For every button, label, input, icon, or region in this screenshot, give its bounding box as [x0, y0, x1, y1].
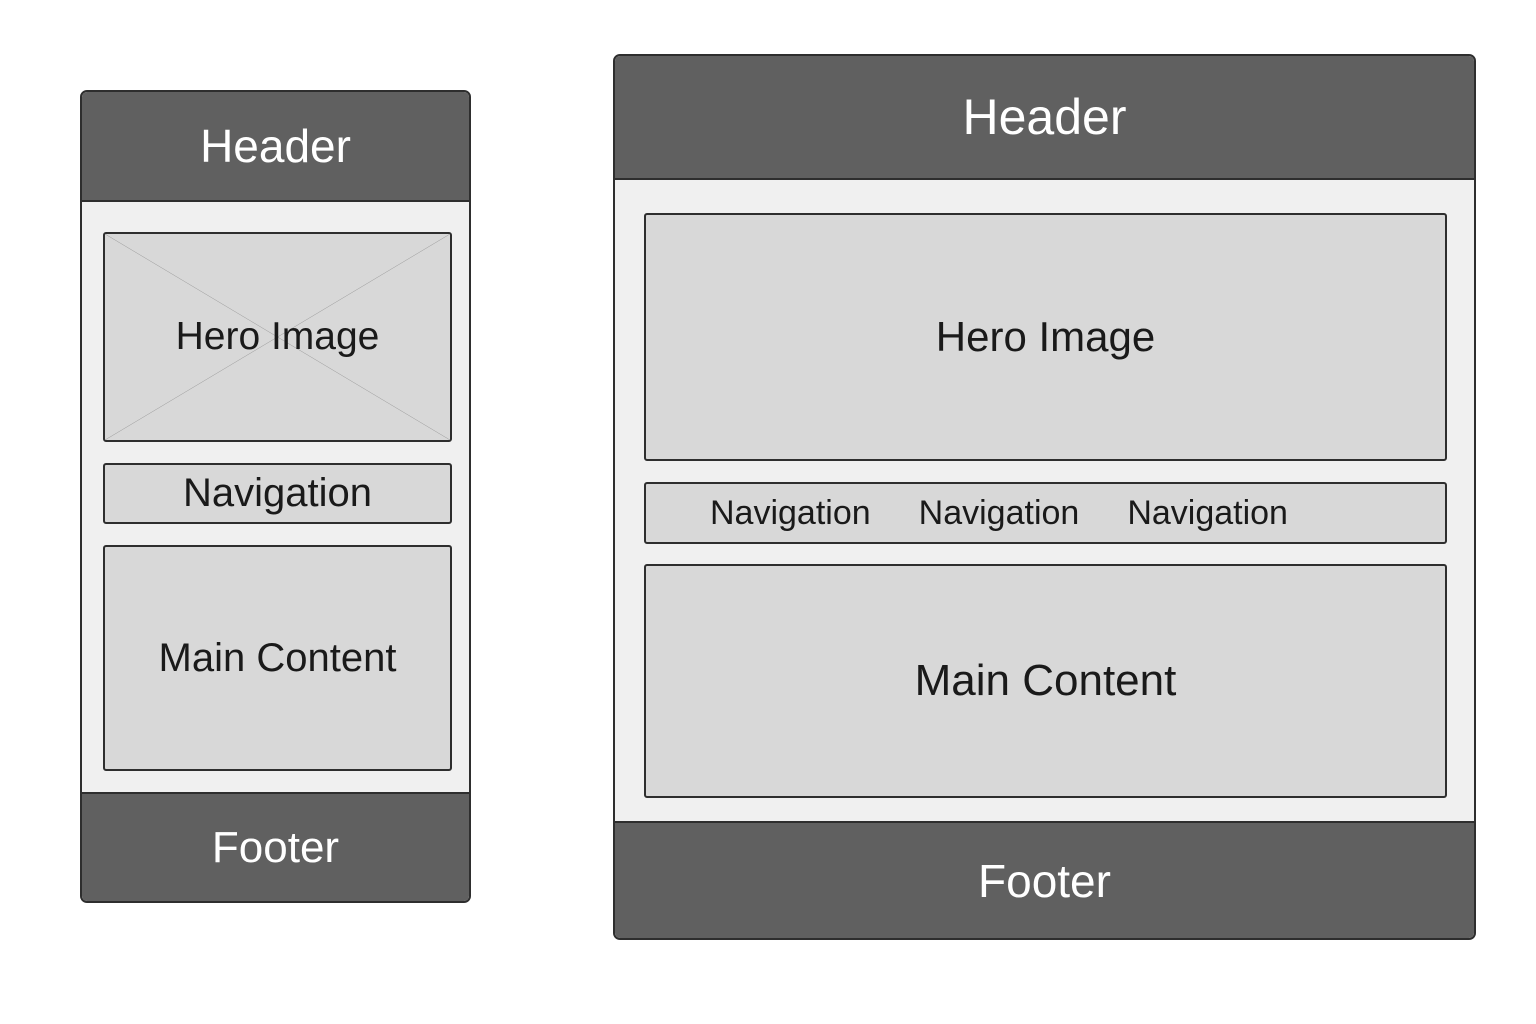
desktop-nav-item[interactable]: Navigation [1127, 493, 1288, 532]
desktop-main-content: Main Content [644, 564, 1447, 798]
mobile-footer-label: Footer [211, 822, 340, 872]
desktop-wireframe: Header Hero Image Navigation Navigation … [613, 54, 1476, 940]
desktop-nav-item[interactable]: Navigation [918, 493, 1080, 532]
desktop-navigation: Navigation Navigation Navigation [644, 482, 1447, 544]
mobile-navigation-label: Navigation [182, 471, 372, 515]
mobile-footer: Footer [82, 792, 469, 901]
desktop-footer-label: Footer [978, 854, 1111, 907]
mobile-navigation[interactable]: Navigation [103, 463, 452, 524]
mobile-hero-label: Hero Image [175, 315, 380, 358]
mobile-header: Header [82, 92, 469, 202]
desktop-hero-label: Hero Image [935, 313, 1156, 360]
desktop-nav-item[interactable]: Navigation [710, 493, 871, 532]
desktop-header: Header [615, 56, 1474, 180]
desktop-main-content-label: Main Content [914, 656, 1177, 705]
mobile-hero-image: Hero Image [103, 232, 452, 442]
mobile-wireframe: Header Hero Image Navigation Main Conten… [80, 90, 471, 903]
mobile-main-content-label: Main Content [158, 635, 397, 680]
mobile-header-label: Header [200, 120, 351, 172]
image-placeholder-icon [105, 234, 450, 440]
desktop-header-label: Header [962, 89, 1127, 145]
desktop-hero-image: Hero Image [644, 213, 1447, 461]
mobile-main-content: Main Content [103, 545, 452, 771]
desktop-footer: Footer [615, 821, 1474, 938]
